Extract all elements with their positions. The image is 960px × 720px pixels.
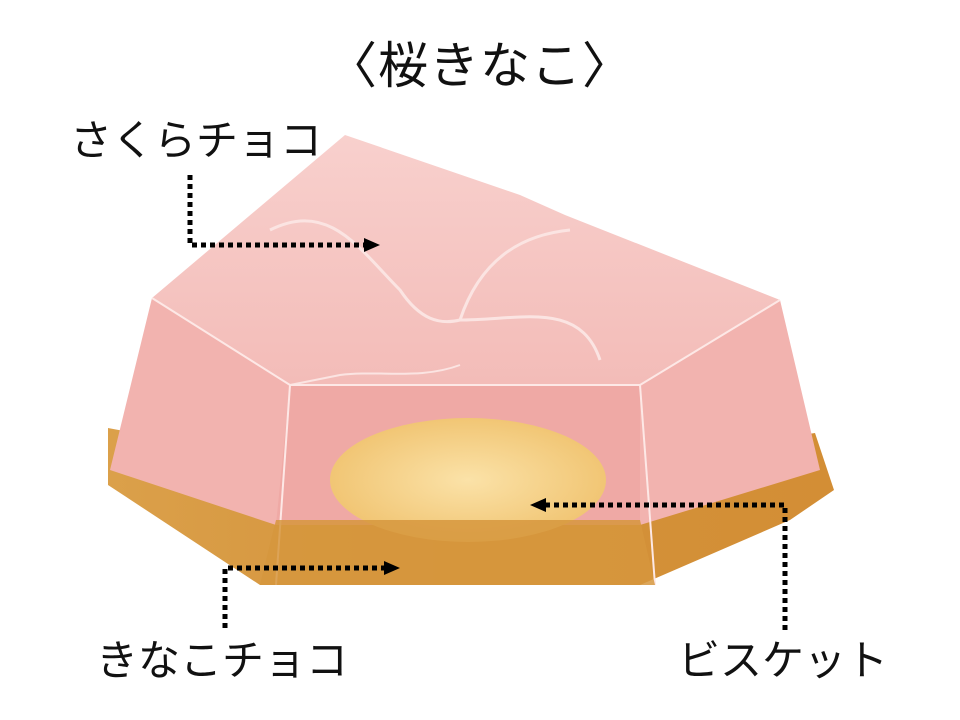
biscuit bbox=[330, 418, 606, 542]
label-kinako-choco: きなこチョコ bbox=[96, 636, 349, 685]
label-sakura-choco: さくらチョコ bbox=[70, 116, 323, 165]
arrow-kinako-icon bbox=[222, 565, 385, 628]
diagram-title: 〈桜きなこ〉 bbox=[327, 37, 633, 95]
sakura-layer bbox=[110, 135, 820, 586]
label-biscuit: ビスケット bbox=[678, 636, 889, 685]
